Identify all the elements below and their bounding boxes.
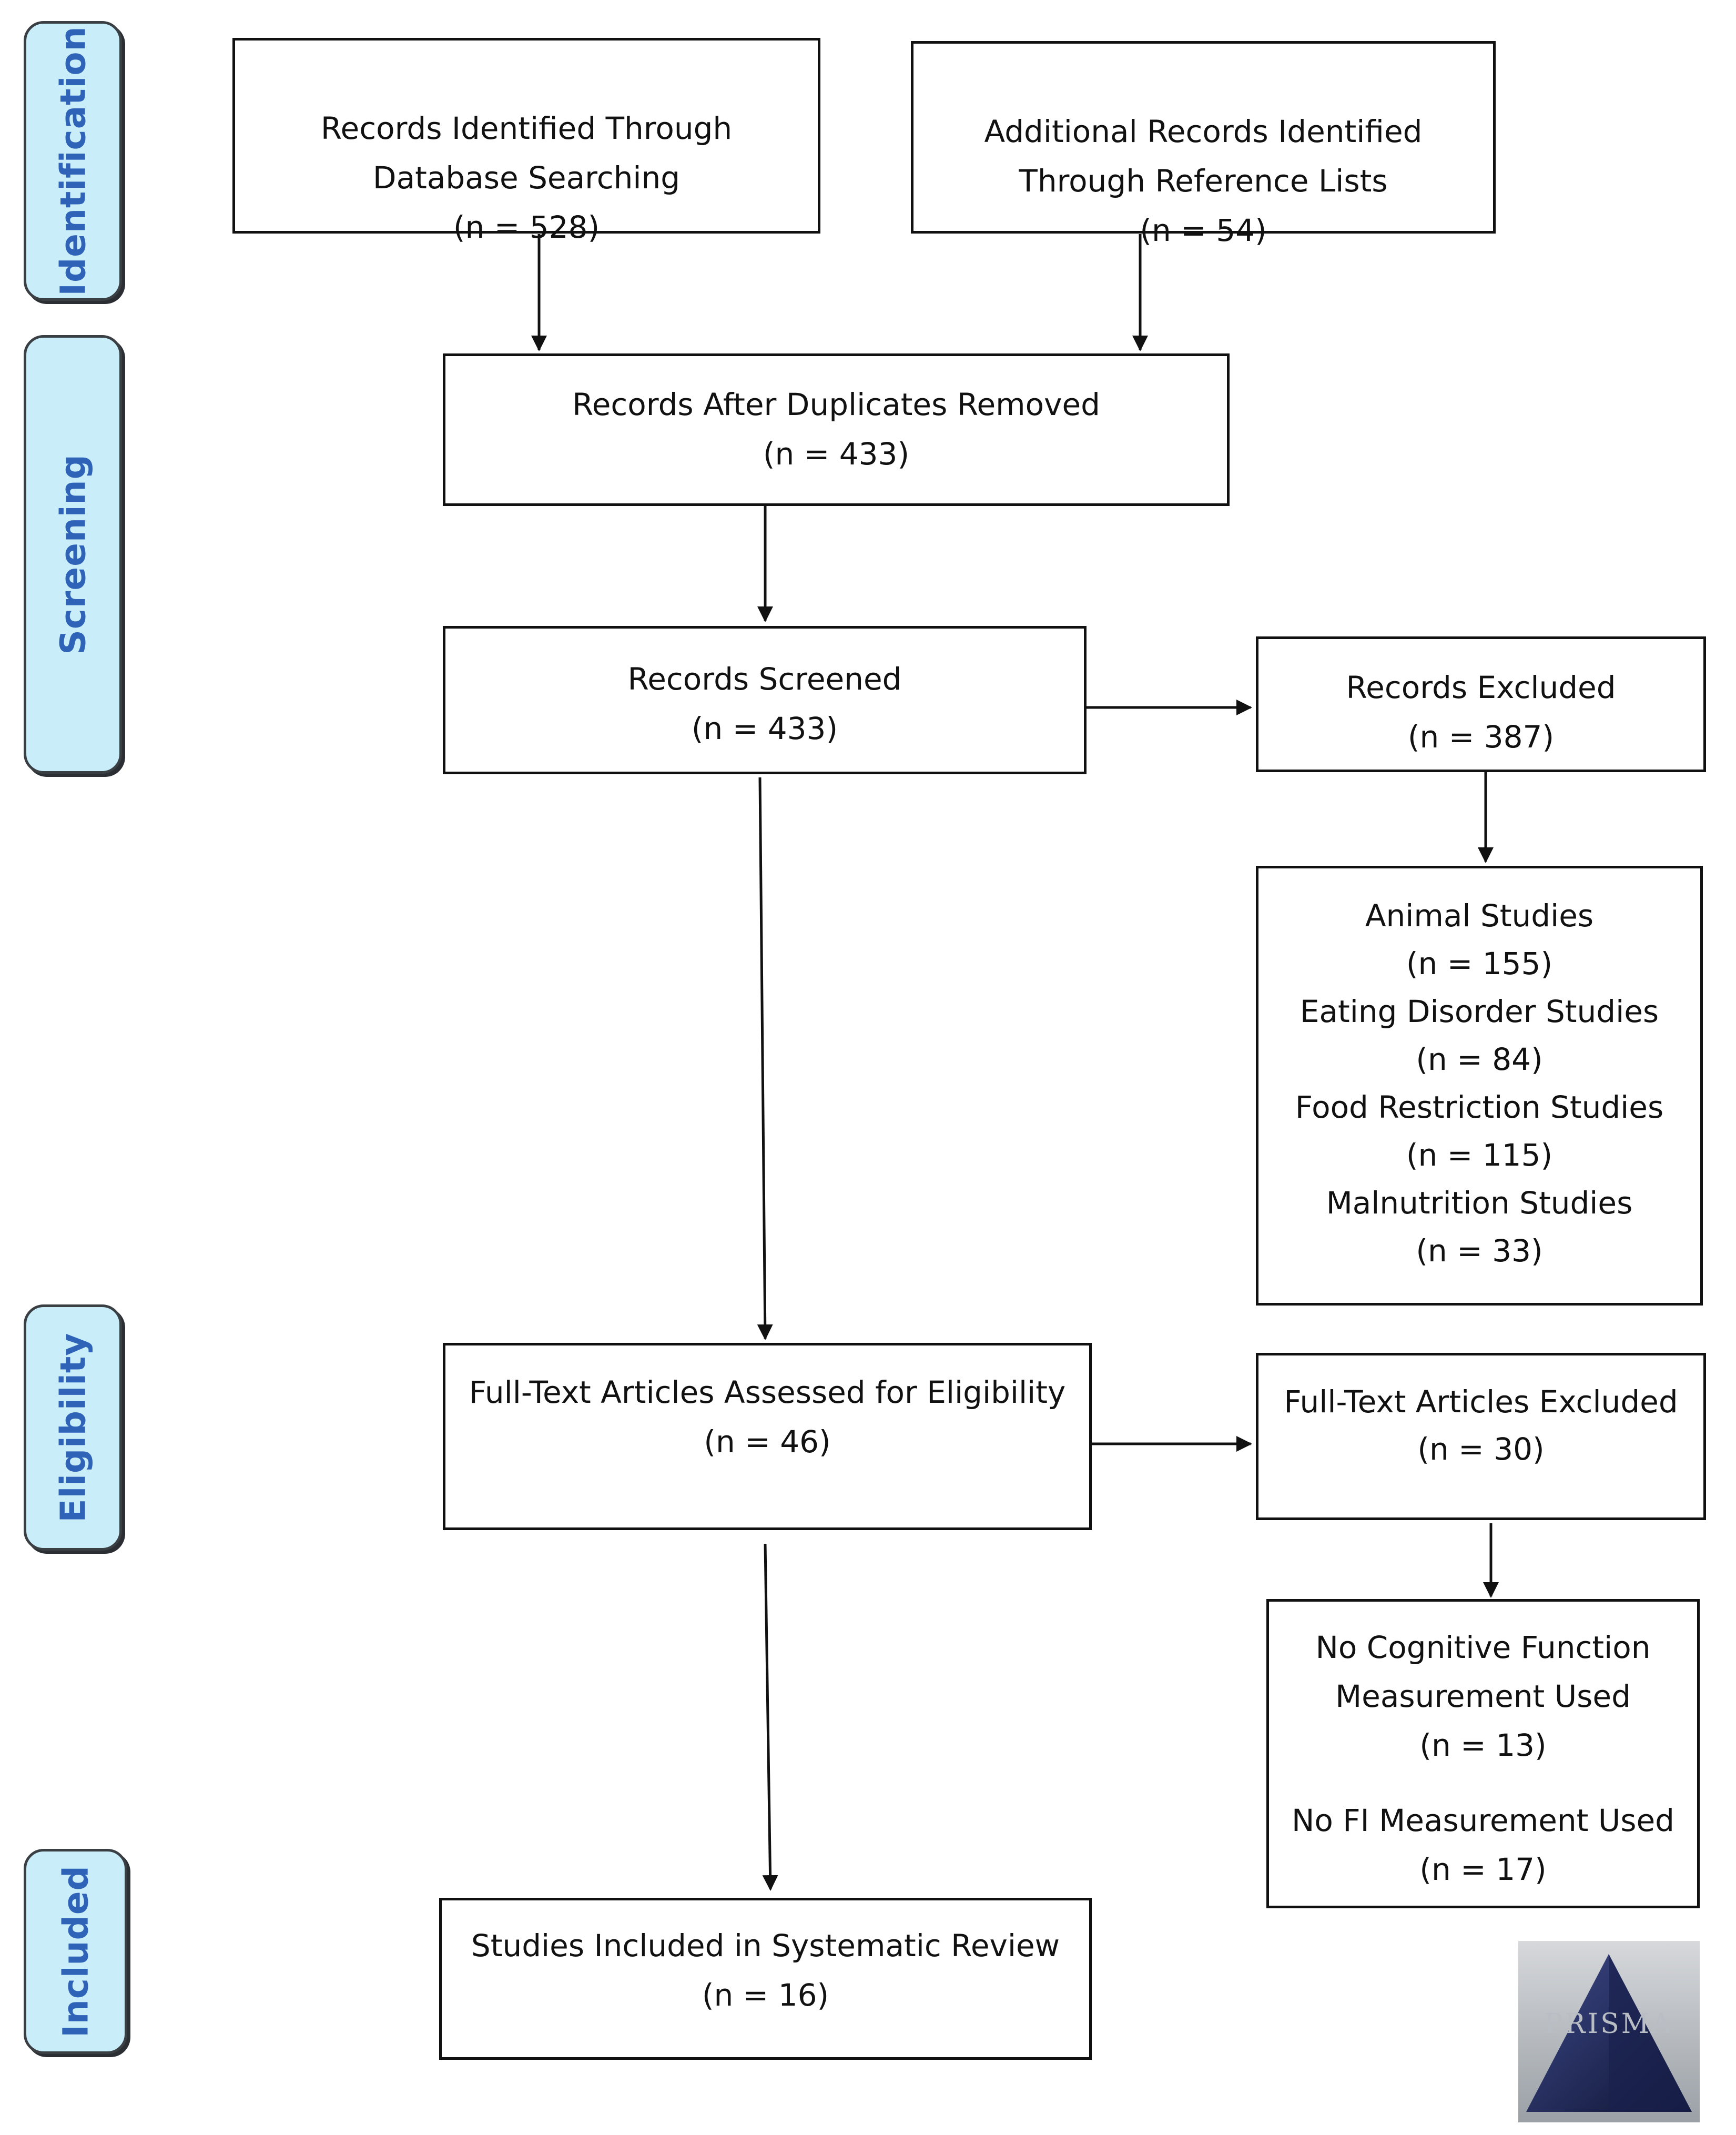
ref-lists-line2: Through Reference Lists xyxy=(1019,163,1388,199)
db-search-line2: Database Searching xyxy=(372,160,681,196)
ref-lists-line1: Additional Records Identified xyxy=(984,114,1423,149)
box-duplicates-removed xyxy=(443,353,1230,506)
box-reference-lists: Additional Records Identified Through Re… xyxy=(911,41,1496,248)
box-fulltext-assessed xyxy=(443,1343,1092,1530)
db-search-count: (n = 528) xyxy=(453,209,600,245)
box-fulltext-reasons xyxy=(1266,1599,1700,1908)
arrow-screened-to-fulltext xyxy=(757,777,773,1340)
box-exclusion-reasons xyxy=(1256,866,1703,1306)
arrow-fulltext-to-included xyxy=(762,1543,778,1891)
phase-eligibility: Eligibility xyxy=(24,1304,122,1551)
ref-lists-count: (n = 54) xyxy=(1140,213,1267,248)
phase-identification-label: Identification xyxy=(53,26,93,296)
box-studies-included xyxy=(439,1898,1092,2060)
prisma-logo-text: PRISMA xyxy=(1544,2008,1673,2040)
phase-eligibility-label: Eligibility xyxy=(53,1332,93,1523)
phase-included: Included xyxy=(24,1849,127,2054)
db-search-line1: Records Identified Through xyxy=(320,110,733,146)
phase-screening: Screening xyxy=(24,335,122,774)
box-duplicates-removed-content xyxy=(443,353,1230,506)
box-records-excluded xyxy=(1256,636,1706,772)
phase-screening-label: Screening xyxy=(53,454,93,655)
prisma-logo: PRISMA xyxy=(1518,1941,1700,2122)
box-database-searching: Records Identified Through Database Sear… xyxy=(232,38,820,245)
phase-included-label: Included xyxy=(55,1865,96,2038)
box-records-screened xyxy=(443,626,1087,774)
phase-identification: Identification xyxy=(24,21,122,301)
box-fulltext-excluded xyxy=(1256,1353,1706,1520)
